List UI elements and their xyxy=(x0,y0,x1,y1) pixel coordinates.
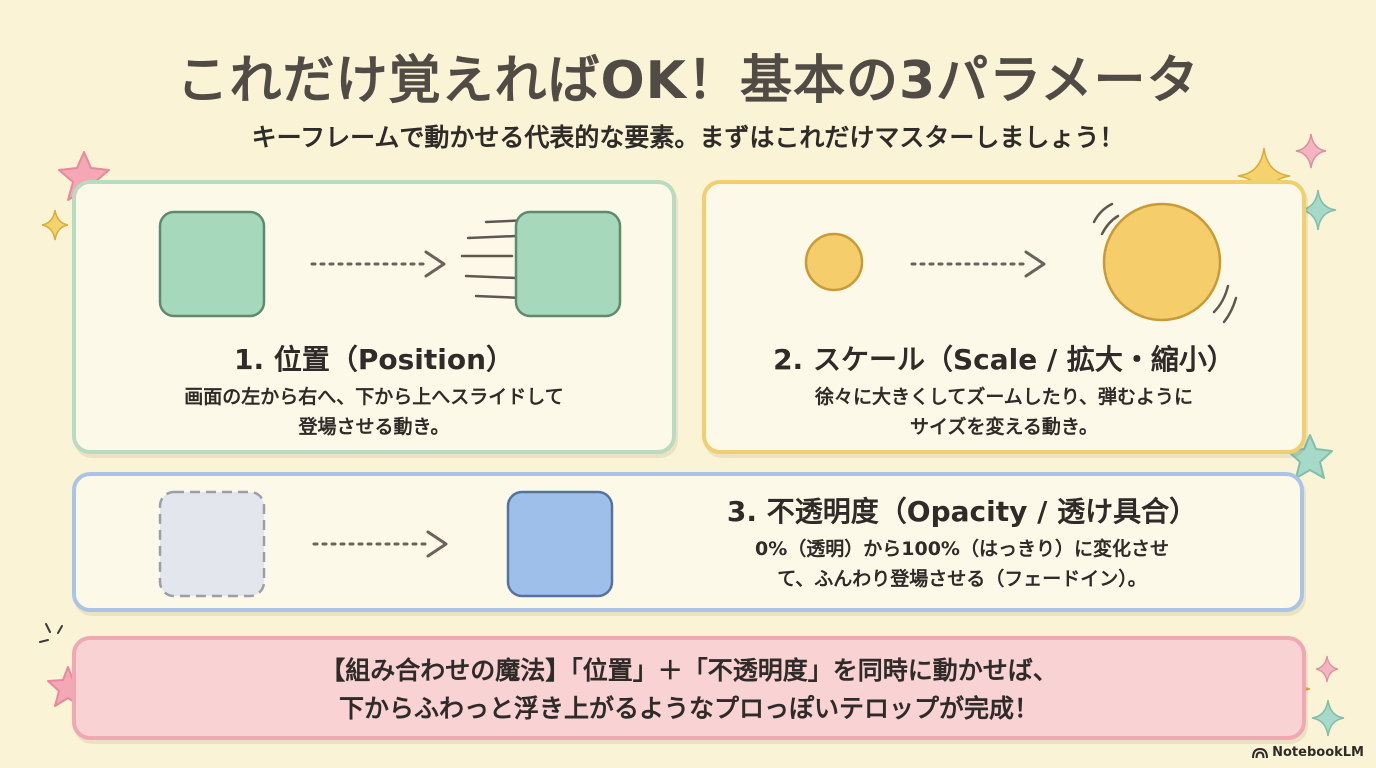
opacity-description: 0%（透明）から100%（はっきり）に変化させ て、ふんわり登場させる（フェード… xyxy=(755,538,1169,590)
opacity-title: 3. 不透明度（Opacity / 透け具合） xyxy=(726,495,1198,528)
scale-card: 2. スケール（Scale / 拡大・縮小） 徐々に大きくしてズームしたり、弾む… xyxy=(702,180,1306,454)
sparkle-icon xyxy=(41,209,69,241)
opacity-illustration xyxy=(158,490,614,598)
sparkle-icon xyxy=(1299,189,1337,231)
position-description: 画面の左から右へ、下から上へスライドして 登場させる動き。 xyxy=(184,386,564,438)
logo-text: NotebookLM xyxy=(1272,745,1364,760)
sparkle-icon xyxy=(1295,133,1327,169)
position-title: 1. 位置（Position） xyxy=(233,343,515,376)
scale-title: 2. スケール（Scale / 拡大・縮小） xyxy=(773,343,1235,376)
notebooklm-logo-icon xyxy=(1252,747,1269,758)
sparkle-icon xyxy=(39,623,63,643)
sparkle-icon xyxy=(1315,655,1339,683)
sparkle-icon xyxy=(1311,699,1345,737)
scale-illustration xyxy=(804,202,1238,324)
page-title: これだけ覚えればOK！基本の3パラメータ xyxy=(176,51,1200,111)
position-illustration xyxy=(158,210,622,318)
notebooklm-logo: NotebookLM xyxy=(1252,745,1364,760)
scale-description: 徐々に大きくしてズームしたり、弾むように サイズを変える動き。 xyxy=(814,386,1194,438)
opacity-card: 3. 不透明度（Opacity / 透け具合） 0%（透明）から100%（はっき… xyxy=(72,472,1304,612)
position-card: 1. 位置（Position） 画面の左から右へ、下から上へスライドして 登場さ… xyxy=(72,180,676,454)
tip-text: 【組み合わせの魔法】「位置」＋「不透明度」を同時に動かせば、 下からふわっと浮き… xyxy=(320,656,1058,723)
page-subtitle: キーフレームで動かせる代表的な要素。まずはこれだけマスターしましょう！ xyxy=(251,123,1125,152)
tip-banner: 【組み合わせの魔法】「位置」＋「不透明度」を同時に動かせば、 下からふわっと浮き… xyxy=(72,636,1306,740)
